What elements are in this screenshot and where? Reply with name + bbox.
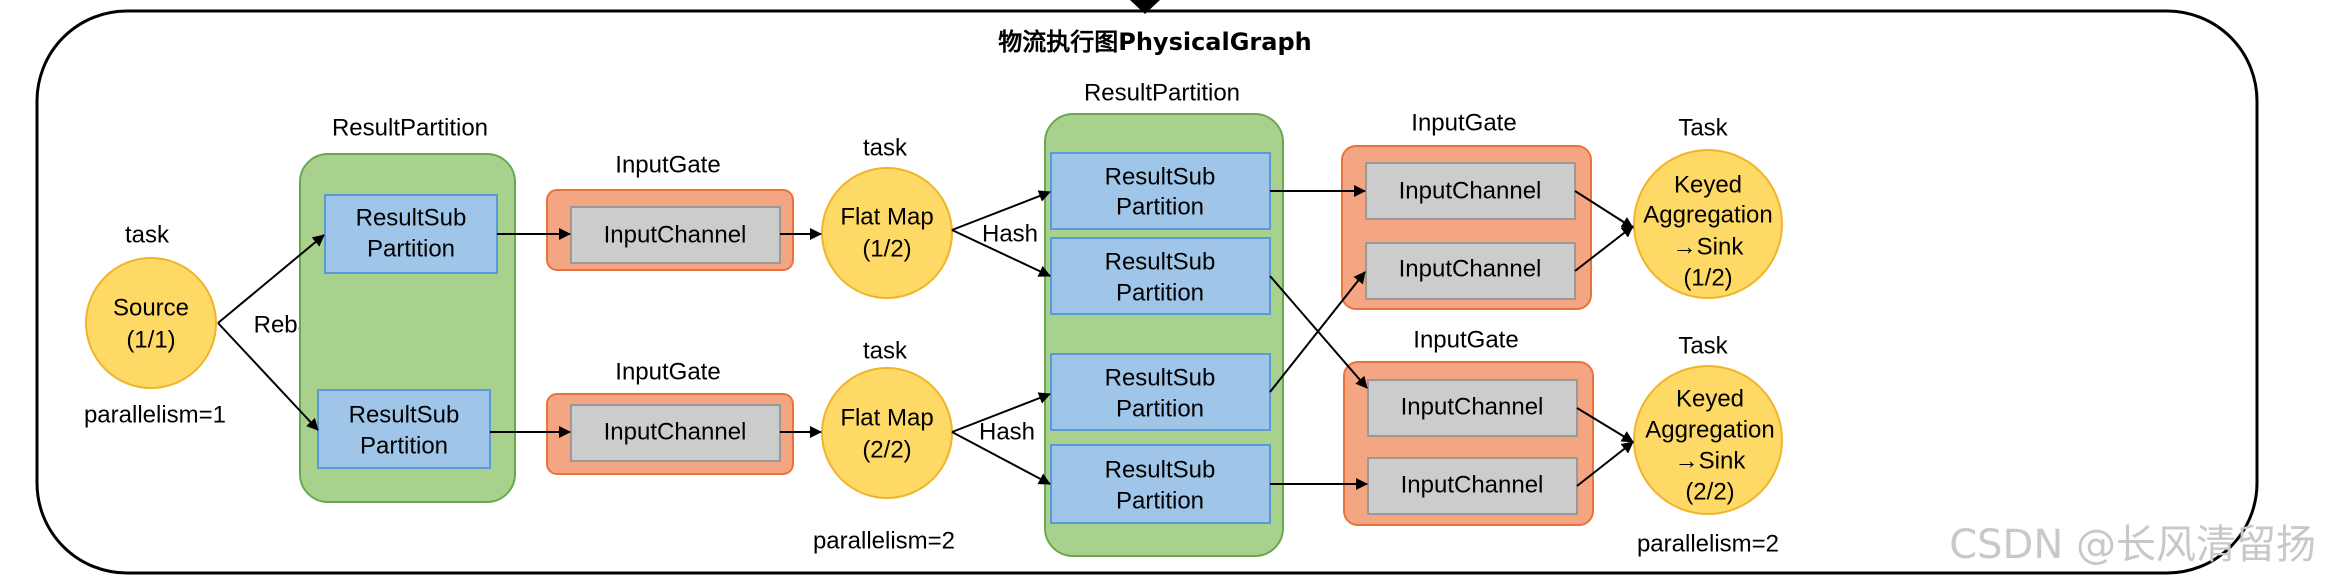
sink-2-line4: (2/2) xyxy=(1685,478,1734,505)
edge-channel6-to-sink2 xyxy=(1576,441,1634,487)
edges xyxy=(217,185,1634,490)
input-channel-3-label: InputChannel xyxy=(1399,177,1542,204)
sink-1-task-label: Task xyxy=(1678,114,1728,141)
edge-flatmap1-to-m1 xyxy=(951,190,1051,231)
edge-channel3-to-sink1 xyxy=(1574,190,1634,229)
sink-2-task-label: Task xyxy=(1678,332,1728,359)
result-sub-partition-m2-line2: Partition xyxy=(1116,279,1204,306)
sink-1-line1: Keyed xyxy=(1674,171,1742,198)
result-sub-partition-m3-line2: Partition xyxy=(1116,395,1204,422)
sink-1-line3: →Sink xyxy=(1673,233,1745,260)
flatmap-2-name: Flat Map xyxy=(840,404,933,431)
input-channel-4-label: InputChannel xyxy=(1399,255,1542,282)
result-partition-left-label: ResultPartition xyxy=(332,114,488,141)
flatmap-1-index: (1/2) xyxy=(862,235,911,262)
sink-parallelism: parallelism=2 xyxy=(1637,530,1779,557)
source-task-label: task xyxy=(125,221,170,248)
sink-2-line1: Keyed xyxy=(1676,385,1744,412)
sink-1-node xyxy=(1633,149,1783,299)
result-sub-partition-m4 xyxy=(1050,444,1271,524)
sink-1-line4: (1/2) xyxy=(1683,264,1732,291)
result-sub-partition-m2 xyxy=(1050,237,1271,315)
result-sub-partition-l2-line2: Partition xyxy=(360,432,448,459)
result-sub-partition-l2-line1: ResultSub xyxy=(349,401,460,428)
flatmap-2-index: (2/2) xyxy=(862,436,911,463)
input-channel-5-label: InputChannel xyxy=(1401,393,1544,420)
input-channel-6 xyxy=(1367,457,1578,515)
edge-flatmap1-to-m2 xyxy=(951,229,1051,277)
hash-label-2: Hash xyxy=(979,418,1035,445)
input-channel-1-label: InputChannel xyxy=(604,221,747,248)
edge-source-to-sub2 xyxy=(217,322,319,431)
result-sub-partition-m4-line2: Partition xyxy=(1116,487,1204,514)
edge-flatmap2-to-m3 xyxy=(951,392,1051,433)
input-channel-2-label: InputChannel xyxy=(604,418,747,445)
result-sub-partition-l1-line2: Partition xyxy=(367,235,455,262)
flatmap-1-node xyxy=(821,167,953,299)
flatmap-2-task-label: task xyxy=(863,337,908,364)
flatmap-1-name: Flat Map xyxy=(840,203,933,230)
edge-source-to-sub1 xyxy=(217,234,325,324)
source-parallelism: parallelism=1 xyxy=(84,401,226,428)
input-gate-2-label: InputGate xyxy=(615,358,720,385)
edge-m3-to-channel4 xyxy=(1269,271,1366,393)
input-channel-5 xyxy=(1367,379,1578,437)
flatmap-parallelism: parallelism=2 xyxy=(813,527,955,554)
diagram-title: 物流执行图PhysicalGraph xyxy=(998,28,1311,56)
sink-2-line3: →Sink xyxy=(1675,447,1747,474)
sink-2-node xyxy=(1633,365,1783,515)
sink-2-line2: Aggregation xyxy=(1645,416,1774,443)
input-channel-1 xyxy=(570,206,781,264)
source-task-node xyxy=(85,257,217,389)
input-gate-1-label: InputGate xyxy=(615,151,720,178)
result-sub-partition-m1-line2: Partition xyxy=(1116,193,1204,220)
flatmap-2-node xyxy=(821,367,953,499)
edge-channel5-to-sink2 xyxy=(1576,407,1634,443)
edge-flatmap2-to-m4 xyxy=(951,431,1051,485)
input-channel-4 xyxy=(1365,242,1576,300)
input-gate-4-label: InputGate xyxy=(1413,326,1518,353)
input-channel-6-label: InputChannel xyxy=(1401,471,1544,498)
result-sub-partition-m1 xyxy=(1050,152,1271,230)
source-task-index: (1/1) xyxy=(126,326,175,353)
hash-label-1: Hash xyxy=(982,220,1038,247)
edge-channel4-to-sink1 xyxy=(1574,225,1634,272)
result-sub-partition-m3-line1: ResultSub xyxy=(1105,364,1216,391)
sink-1-line2: Aggregation xyxy=(1643,201,1772,228)
result-sub-partition-m2-line1: ResultSub xyxy=(1105,248,1216,275)
flatmap-1-task-label: task xyxy=(863,134,908,161)
result-partition-mid-label: ResultPartition xyxy=(1084,79,1240,106)
result-sub-partition-m4-line1: ResultSub xyxy=(1105,456,1216,483)
result-sub-partition-l1-line1: ResultSub xyxy=(356,204,467,231)
input-gate-3-label: InputGate xyxy=(1411,109,1516,136)
frame-top-marker xyxy=(1130,0,1160,14)
result-sub-partition-m1-line1: ResultSub xyxy=(1105,163,1216,190)
result-sub-partition-m3 xyxy=(1050,353,1271,431)
source-task-name: Source xyxy=(113,294,189,321)
watermark: CSDN @长风清留扬 xyxy=(1949,522,2316,568)
